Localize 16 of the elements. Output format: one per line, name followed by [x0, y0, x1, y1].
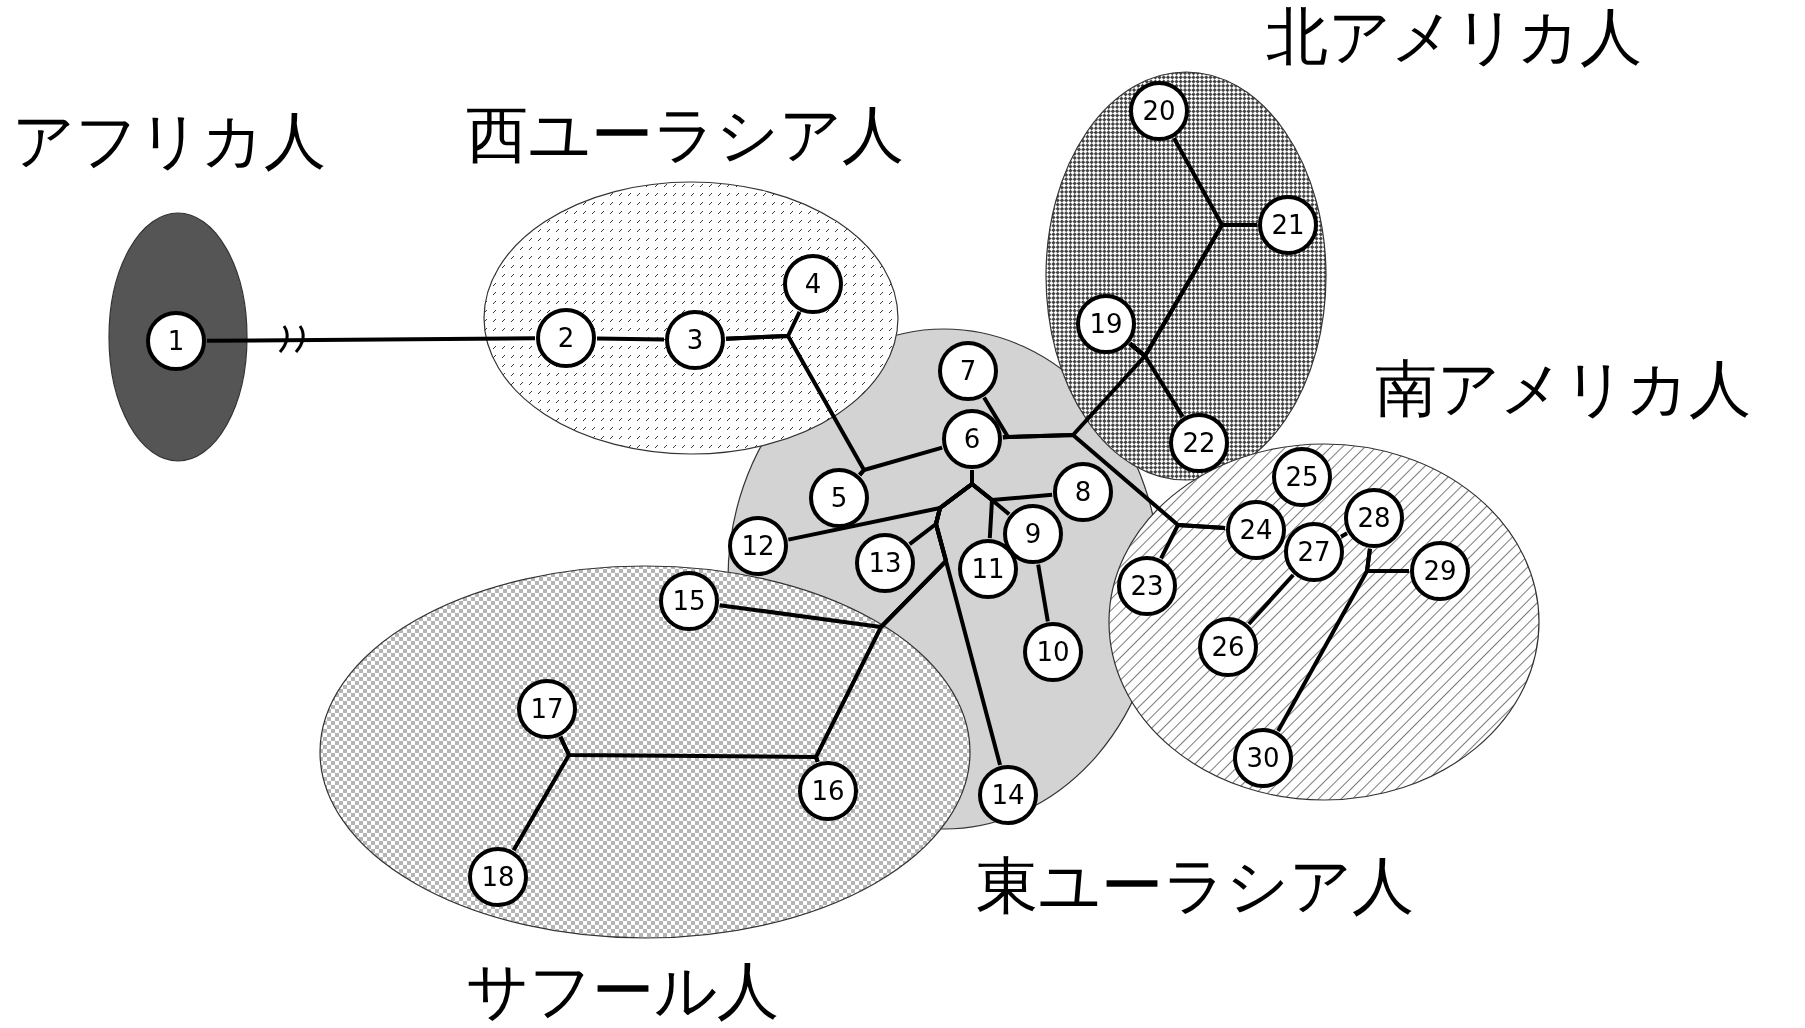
tree-branch	[1159, 523, 1226, 560]
tree-branch	[207, 336, 535, 343]
population-label: サフール人	[466, 960, 779, 1022]
population-label: 南アメリカ人	[1375, 358, 1751, 420]
population-label: 北アメリカ人	[1266, 6, 1642, 68]
tree-branch	[596, 336, 665, 342]
population-label: 西ユーラシア人	[466, 104, 904, 166]
tree-branch	[511, 736, 571, 852]
tree-branch	[1340, 531, 1348, 539]
tree-branch	[1276, 548, 1372, 732]
tree-branch	[1128, 223, 1257, 358]
population-label: 東ユーラシア人	[976, 855, 1414, 917]
tree-branch	[1036, 564, 1050, 622]
population-label: アフリカ人	[12, 110, 326, 172]
tree-branch	[858, 445, 943, 477]
tree-branch	[970, 470, 994, 539]
